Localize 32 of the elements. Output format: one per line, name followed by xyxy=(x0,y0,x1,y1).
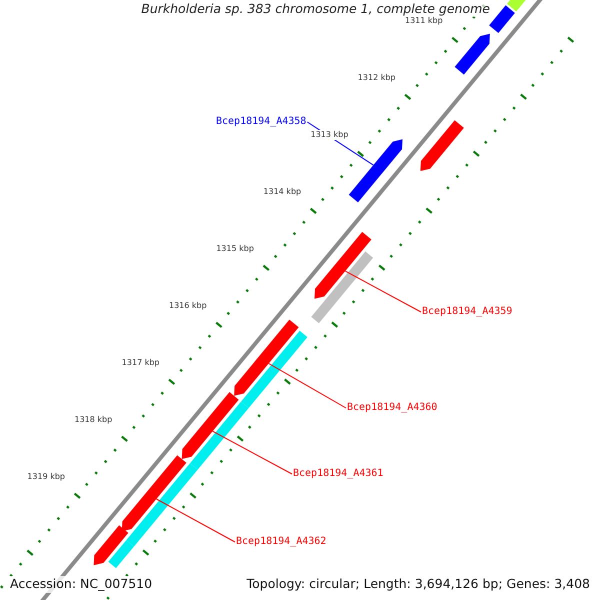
gene-label: Bcep18194_A4360 xyxy=(347,403,438,413)
gene-feature-bar xyxy=(348,139,402,202)
tick-label: 1312 kbp xyxy=(356,73,396,84)
tick-label: 1318 kbp xyxy=(74,415,114,426)
gene-feature-bar xyxy=(241,330,308,408)
gene-feature-bar xyxy=(122,455,186,532)
tick-label: 1316 kbp xyxy=(168,301,208,312)
tick-label: 1313 kbp xyxy=(310,130,350,140)
gene-feature-bar xyxy=(507,0,528,12)
gene-label: Bcep18194_A4362 xyxy=(236,537,326,547)
gene-feature-bar xyxy=(489,5,515,33)
gene-feature-bar xyxy=(182,392,239,459)
gene-feature-bar xyxy=(420,120,464,171)
gene-feature-bar xyxy=(126,463,198,547)
tick-label: 1319 kbp xyxy=(26,472,66,482)
accession-text: Accession: NC_007510 xyxy=(8,576,154,592)
gene-feature-bar xyxy=(108,540,134,568)
gene-label: Bcep18194_A4359 xyxy=(422,307,512,317)
gene-label: Bcep18194_A4358 xyxy=(216,117,306,127)
gene-feature-bar xyxy=(311,251,374,324)
tick-label: 1317 kbp xyxy=(120,358,160,368)
gene-feature-bar xyxy=(190,402,249,470)
gene-label: Bcep18194_A4361 xyxy=(293,469,384,479)
gene-feature-bar xyxy=(454,34,490,75)
gene-feature-bar xyxy=(94,525,128,566)
gene-feature-bar xyxy=(314,232,372,299)
gene-feature-bar xyxy=(234,320,299,396)
tick-label: 1315 kbp xyxy=(215,244,255,254)
genome-info-text: Topology: circular; Length: 3,694,126 bp; Genes: 3,408 xyxy=(244,576,592,592)
title: Burkholderia sp. 383 chromosome 1, complete genome xyxy=(139,2,492,16)
tick-label: 1311 kbp xyxy=(404,16,444,26)
tick-label: 1314 kbp xyxy=(262,187,302,198)
